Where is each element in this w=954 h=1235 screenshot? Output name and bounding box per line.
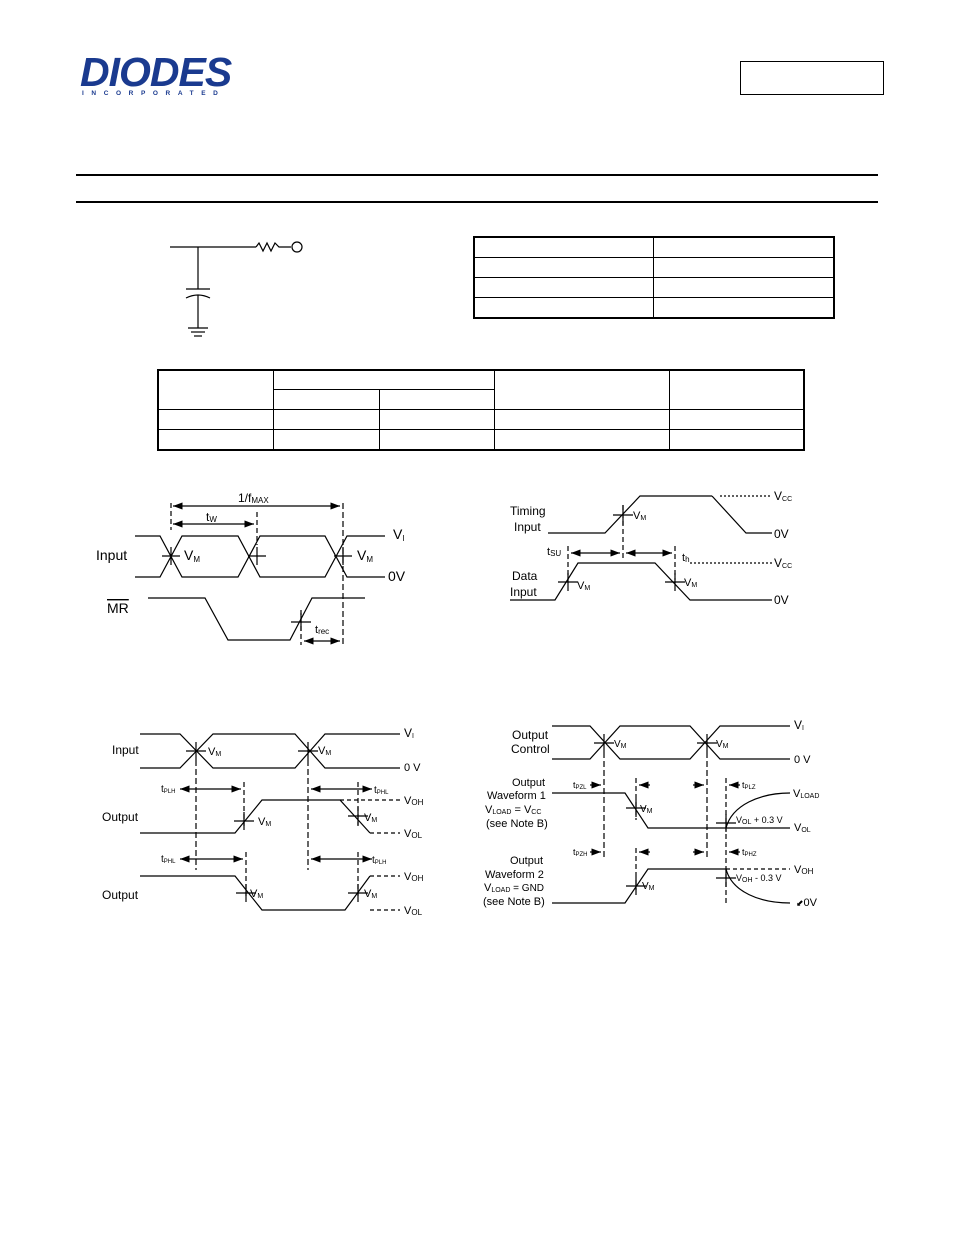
vm-label: VM <box>258 816 271 828</box>
zero-volt-label: 0V <box>774 527 789 541</box>
input-label: Input <box>96 547 127 563</box>
th-label: th <box>682 552 690 564</box>
figure-clock-mr <box>135 502 385 645</box>
zero-volt-label: 0V <box>388 568 406 584</box>
mr-label: MR <box>107 600 129 616</box>
tpzl-label: tPZL <box>573 780 587 791</box>
voh-label: VOH <box>404 871 424 883</box>
vol-label: VOL <box>794 822 811 834</box>
vcc-label: VCC <box>774 489 792 503</box>
vi-label: VI <box>393 526 405 543</box>
vm-label: VM <box>614 739 627 750</box>
table-row <box>473 277 835 298</box>
table-row <box>157 409 805 430</box>
tplz-label: tPLZ <box>742 780 756 791</box>
table-row <box>157 429 805 451</box>
output-node-icon <box>291 241 303 253</box>
header-rule-bottom <box>76 201 878 203</box>
waveform2-note: (see Note B) <box>483 896 545 908</box>
output-label: Output <box>102 888 139 902</box>
vm-label: VM <box>364 812 377 824</box>
logo-subtitle: INCORPORATED <box>82 90 226 97</box>
waveform1-note: (see Note B) <box>486 818 548 830</box>
figure-enable-disable <box>552 725 791 905</box>
vm-label: VM <box>208 746 221 758</box>
voh-label: VOH <box>794 864 814 876</box>
tphz-label: tPHZ <box>742 847 757 858</box>
figure-propagation-delay <box>140 733 400 911</box>
vload-label: VLOAD <box>793 788 819 800</box>
zero-volt-label: ⬋0V <box>796 897 818 909</box>
vm-label: VM <box>184 547 200 564</box>
vm-label: VM <box>633 510 646 522</box>
logo-wordmark: DIODES <box>80 49 232 95</box>
vm-label: VM <box>577 580 590 592</box>
table-row <box>473 297 835 319</box>
table-row <box>157 369 805 410</box>
vm-label: VM <box>716 739 729 750</box>
vi-label: VI <box>794 718 804 732</box>
load-circuit <box>170 241 303 337</box>
vm-label: VM <box>318 745 331 757</box>
tplh-label: tPLH <box>372 855 386 866</box>
part-number-box <box>740 61 884 95</box>
vm-label: VM <box>357 547 373 564</box>
vm-label: VM <box>250 888 263 900</box>
diodes-logo: DIODES INCORPORATED <box>80 52 255 102</box>
tplh-label: tPLH <box>161 784 175 795</box>
vcc-label: VCC <box>774 556 792 570</box>
pulse-width-label: tW <box>206 510 217 524</box>
zero-volt-label: 0V <box>774 593 789 607</box>
tpzh-label: tPZH <box>573 847 588 858</box>
vol-label: VOL <box>404 905 423 917</box>
waveform1-vload: VLOAD = VCC <box>485 804 541 816</box>
vol-label: VOL <box>404 828 423 840</box>
waveform2-vload: VLOAD = GND <box>484 882 544 894</box>
load-table <box>473 236 835 319</box>
vm-label: VM <box>642 881 655 892</box>
period-label: 1/fMAX <box>238 491 269 505</box>
table-row <box>158 389 804 410</box>
header-rule-top <box>76 174 878 176</box>
tsu-label: tSU <box>547 546 561 558</box>
zero-volt-label: 0 V <box>404 762 421 774</box>
output-label: Output <box>102 810 139 824</box>
voh-label: VOH <box>404 795 424 807</box>
vi-label: VI <box>404 726 414 740</box>
input-label: Input <box>112 743 139 757</box>
figure-setup-hold <box>510 495 772 601</box>
tphl-label: tPHL <box>161 854 176 865</box>
zero-volt-label: 0 V <box>794 754 811 766</box>
table-row <box>473 236 835 258</box>
vol-plus-label: VOL + 0.3 V <box>736 815 783 826</box>
vm-label: VM <box>684 577 697 589</box>
test-conditions-table <box>157 369 805 451</box>
vm-label: VM <box>364 888 377 900</box>
voh-minus-label: VOH - 0.3 V <box>736 873 782 884</box>
vm-label: VM <box>640 804 653 815</box>
tphl-label: tPHL <box>374 785 389 796</box>
trec-label: trec <box>315 624 329 636</box>
